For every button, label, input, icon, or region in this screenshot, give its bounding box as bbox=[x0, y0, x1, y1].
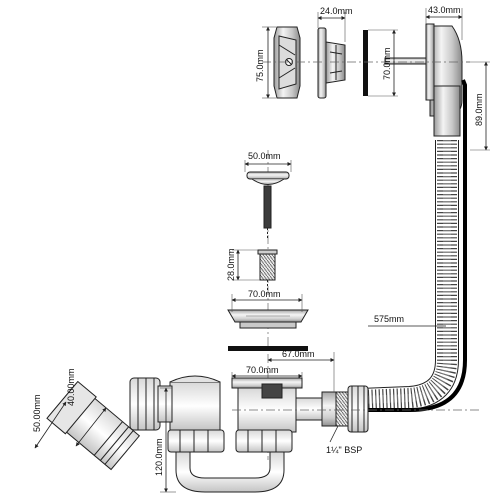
dim-overflow-depth: 24.0mm bbox=[320, 6, 353, 16]
dim-overflow-face-width: 43.0mm bbox=[428, 5, 461, 15]
dim-plug-diameter: 50.0mm bbox=[248, 151, 281, 161]
overflow-gasket bbox=[363, 30, 368, 96]
flexible-hose bbox=[359, 140, 459, 412]
waste-flange bbox=[227, 309, 309, 329]
dim-hose-length: 575mm bbox=[374, 314, 404, 324]
plug-spring bbox=[257, 249, 278, 290]
dim-chain-length: 28.0mm bbox=[226, 248, 236, 281]
dim-waste-offset: 67.0mm bbox=[282, 349, 315, 359]
angled-outlet-pipe bbox=[46, 380, 141, 471]
dim-outlet-inner-diameter: 40.00mm bbox=[66, 368, 76, 406]
dim-overflow-gasket-height: 70.0mm bbox=[382, 47, 392, 80]
dim-trap-body-width: 70.0mm bbox=[246, 365, 279, 375]
dimension-lines bbox=[34, 8, 490, 493]
dim-waste-flange-diameter: 70.0mm bbox=[248, 289, 281, 299]
dim-thread-size: 1¼" BSP bbox=[326, 445, 362, 455]
dim-trap-depth: 120.0mm bbox=[154, 438, 164, 476]
dim-outlet-outer-diameter: 50.00mm bbox=[32, 394, 42, 432]
flange-gasket bbox=[228, 346, 308, 351]
overflow-face-plate bbox=[273, 26, 301, 99]
bath-trap bbox=[129, 375, 480, 493]
overflow-body bbox=[384, 23, 463, 137]
overflow-retainer bbox=[317, 27, 346, 99]
dim-overflow-plate-height: 75.0mm bbox=[255, 49, 265, 82]
thread-section bbox=[335, 391, 349, 427]
pop-up-plug bbox=[246, 171, 290, 238]
overflow-assembly bbox=[262, 23, 470, 137]
dim-overflow-drop: 89.0mm bbox=[474, 93, 484, 126]
